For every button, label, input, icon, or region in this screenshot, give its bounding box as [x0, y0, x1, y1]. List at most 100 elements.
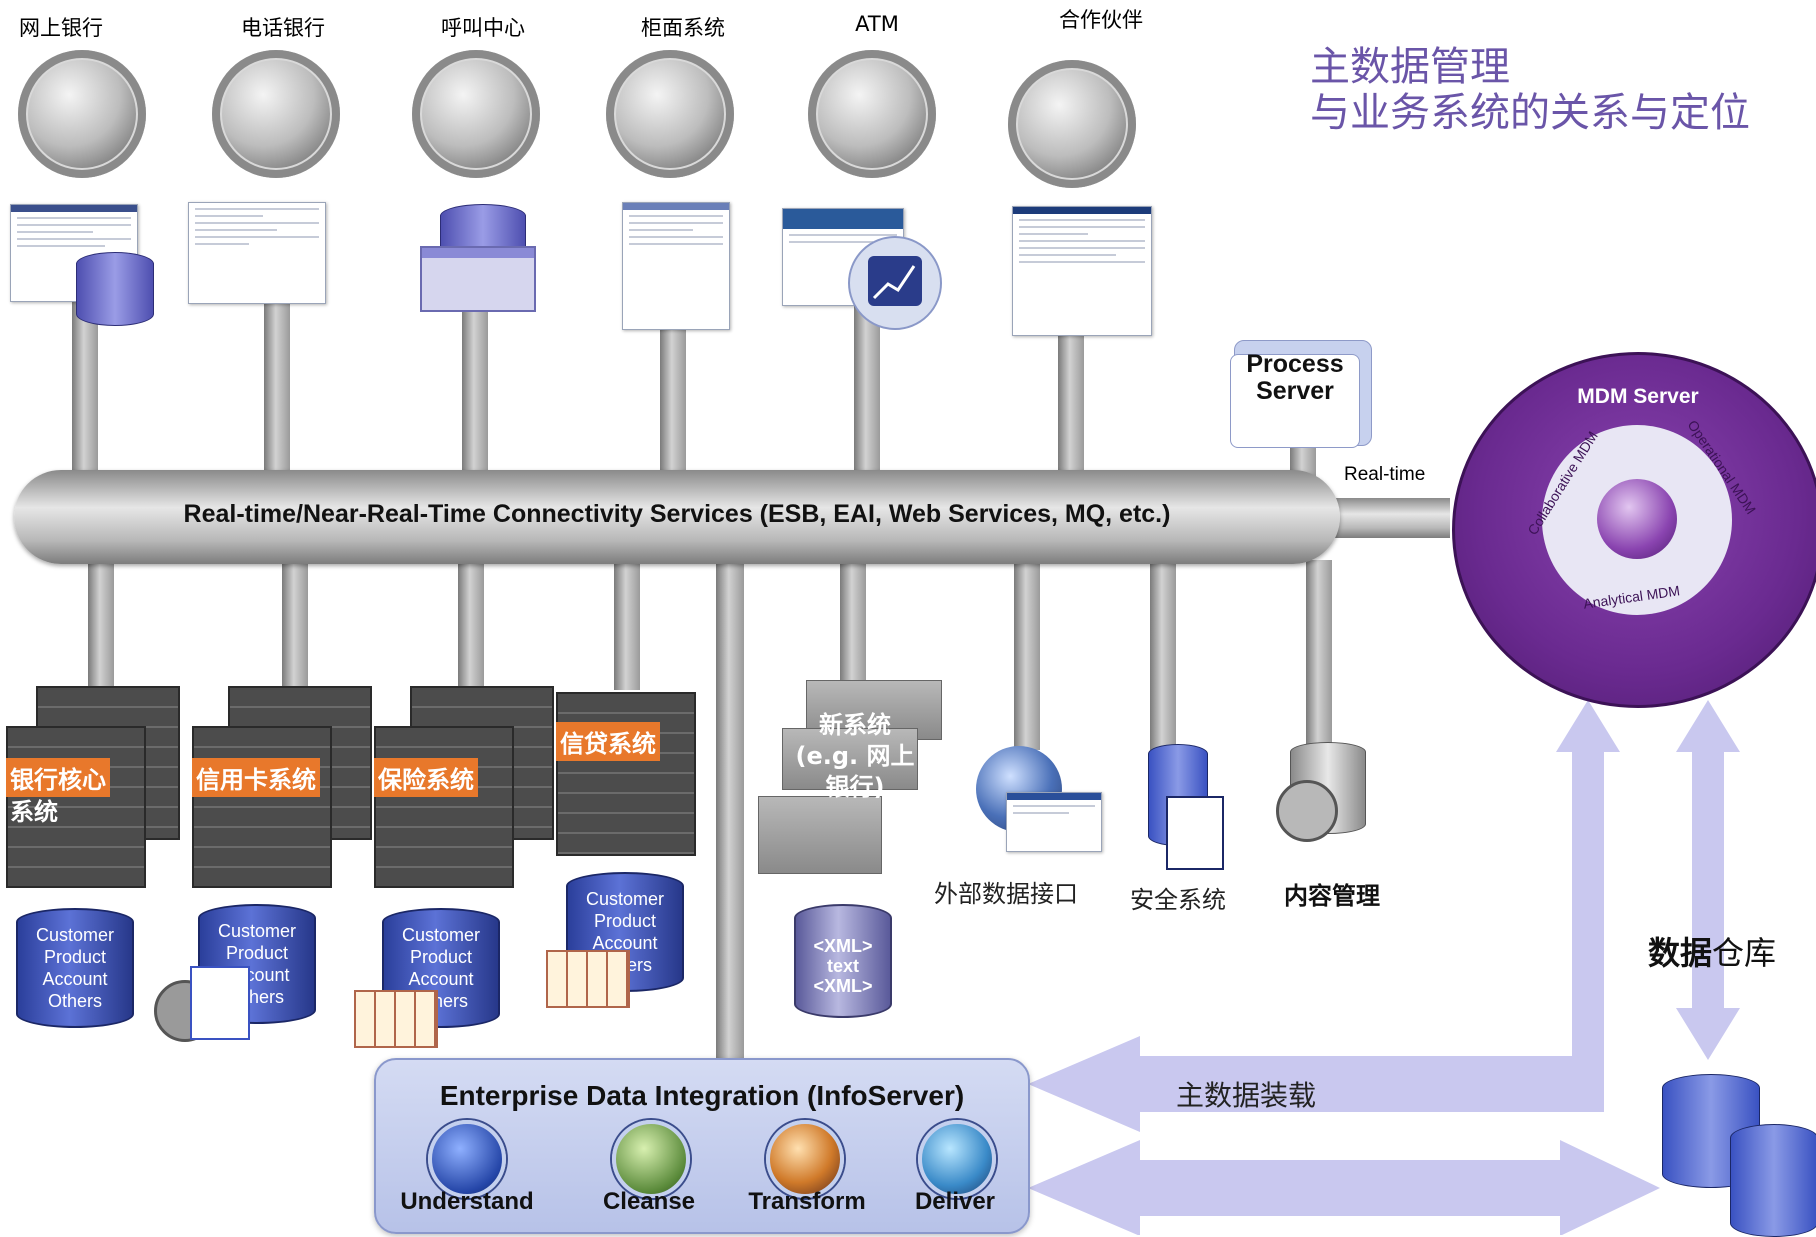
- new-system-label: 新系统 (e.g. 网上 银行): [790, 710, 920, 803]
- core-system-line2: 系统: [10, 798, 58, 826]
- bus-label: Real-time/Near-Real-Time Connectivity Se…: [183, 500, 1171, 528]
- cleanse-icon: [612, 1120, 690, 1198]
- title-line-1: 主数据管理: [1310, 44, 1510, 90]
- chart-icon: [848, 236, 942, 330]
- channel-label-phone: 电话银行: [241, 16, 325, 40]
- db-customer: Customer: [217, 921, 297, 941]
- online-bank-photo: [18, 50, 146, 178]
- delivery-arrow: [1028, 1140, 1660, 1235]
- loan-server: [556, 692, 696, 856]
- call-center-photo: [412, 50, 540, 178]
- mdm-server: MDM Server Collaborative MDM Operational…: [1452, 352, 1816, 708]
- pipe-security: [1150, 560, 1176, 750]
- db-account: Account: [408, 969, 474, 989]
- warehouse-label: 数据仓库: [1648, 928, 1776, 974]
- component-block: [782, 728, 918, 790]
- security-label: 安全系统: [1130, 886, 1226, 914]
- insurance-system-label: 保险系统: [374, 758, 478, 797]
- card-server: [192, 726, 332, 888]
- connectivity-bus: Real-time/Near-Real-Time Connectivity Se…: [14, 470, 1340, 564]
- component-block: [758, 796, 882, 874]
- pipe-counter: [660, 300, 686, 480]
- phone-bank-screen: [188, 202, 326, 304]
- transform-icon: [766, 1120, 844, 1198]
- pipe-new-system: [840, 560, 866, 690]
- warehouse-db-icon: [1730, 1124, 1816, 1237]
- db-customer: Customer: [35, 925, 115, 945]
- insurance-server: [374, 726, 514, 888]
- pipe-partner: [1058, 310, 1084, 480]
- document-icon: [190, 966, 250, 1040]
- pipe-atm: [854, 300, 880, 480]
- db-account: Account: [42, 969, 108, 989]
- pipe-phone-bank: [264, 280, 290, 480]
- new-system-line1: 新系统: [819, 711, 891, 739]
- xml-line3: <XML>: [813, 976, 873, 996]
- channel-label-partner: 合作伙伴: [1059, 8, 1143, 32]
- pipe-realtime: [1320, 498, 1450, 538]
- core-system-line1: 银行核心: [10, 766, 106, 794]
- pipe-loan: [614, 560, 640, 690]
- loan-system-label: 信贷系统: [556, 722, 660, 761]
- xml-database: <XML> text <XML>: [794, 904, 892, 1018]
- content-label: 内容管理: [1284, 883, 1380, 910]
- external-screen: [1006, 792, 1102, 852]
- channel-label-callcenter: 呼叫中心: [441, 16, 525, 40]
- title-line-2: 与业务系统的关系与定位: [1310, 90, 1750, 136]
- partner-screen: [1012, 206, 1152, 336]
- table-icon: [546, 950, 630, 1008]
- db-product: Product: [43, 947, 107, 967]
- card-system-label: 信用卡系统: [192, 758, 320, 797]
- channel-label-atm: ATM: [855, 12, 899, 36]
- tool-deliver: Deliver: [914, 1188, 996, 1215]
- pipe-content: [1306, 560, 1332, 750]
- pipe-core: [88, 560, 114, 690]
- db-account: Account: [592, 933, 658, 953]
- table-icon: [354, 990, 438, 1048]
- process-server-card: Process Server: [1230, 351, 1360, 448]
- load-label: 主数据装载: [1176, 1079, 1317, 1112]
- warehouse-label-bold: 数据: [1648, 934, 1713, 972]
- tool-understand: Understand: [400, 1188, 534, 1215]
- db-product: Product: [409, 947, 473, 967]
- partner-photo: [1008, 60, 1136, 188]
- pipe-external: [1014, 560, 1040, 750]
- atm-photo: [808, 50, 936, 178]
- pipe-insurance: [458, 560, 484, 690]
- mdm-core: [1597, 479, 1677, 559]
- integration-title: Enterprise Data Integration (InfoServer): [439, 1080, 965, 1111]
- db-others: Others: [47, 991, 103, 1011]
- deliver-icon: [918, 1120, 996, 1198]
- pipe-call-center: [462, 280, 488, 480]
- external-label: 外部数据接口: [934, 880, 1078, 908]
- db-product: Product: [225, 943, 289, 963]
- mdm-title: MDM Server: [1577, 385, 1699, 408]
- security-document-icon: [1166, 796, 1224, 870]
- process-server-line2: Server: [1256, 377, 1334, 405]
- understand-icon: [428, 1120, 506, 1198]
- new-system-line2: (e.g. 网上: [795, 742, 915, 770]
- core-database: Customer Product Account Others: [16, 908, 134, 1028]
- warehouse-label-rest: 仓库: [1712, 934, 1777, 972]
- film-reel-icon: [1276, 780, 1338, 842]
- realtime-label: Real-time: [1344, 464, 1426, 485]
- core-server: [6, 726, 146, 888]
- page-title: 主数据管理 与业务系统的关系与定位: [1310, 44, 1750, 136]
- db-customer: Customer: [401, 925, 481, 945]
- xml-line1: <XML>: [813, 936, 873, 956]
- counter-screen: [622, 202, 730, 330]
- db-product: Product: [593, 911, 657, 931]
- pipe-integration: [716, 560, 744, 1060]
- pipe-card: [282, 560, 308, 690]
- channel-label-counter: 柜面系统: [641, 16, 725, 40]
- counter-photo: [606, 50, 734, 178]
- chart-trend-icon: [868, 256, 922, 306]
- channel-label-online: 网上银行: [19, 16, 103, 40]
- tool-cleanse: Cleanse: [602, 1188, 696, 1215]
- tool-transform: Transform: [748, 1188, 866, 1215]
- load-arrow: [1028, 700, 1620, 1132]
- window-icon: [420, 246, 536, 312]
- db-customer: Customer: [585, 889, 665, 909]
- database-icon: [76, 252, 154, 326]
